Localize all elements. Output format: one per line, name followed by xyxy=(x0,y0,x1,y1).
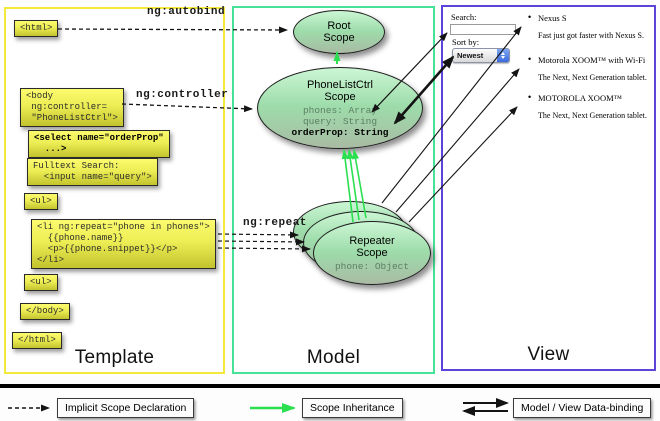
legend-model-view-databinding: Model / View Data-binding xyxy=(513,398,652,418)
view-item-motorola-xoom-wifi: • Motorola XOOM™ with Wi-Fi The Next, Ne… xyxy=(528,54,656,82)
code-box-select: <select name="orderProp" ...> xyxy=(28,130,170,158)
view-item-motorola-xoom: • MOTOROLA XOOM™ The Next, Next Generati… xyxy=(528,92,656,120)
view-item-title: MOTOROLA XOOM™ xyxy=(538,93,622,103)
ng-repeat-label: ng:repeat xyxy=(243,217,307,229)
phonelistctrl-scope-props: phones: Array query: String xyxy=(302,104,378,127)
code-box-html-close: </html> xyxy=(12,332,62,349)
view-item-title: Motorola XOOM™ with Wi-Fi xyxy=(538,55,646,65)
model-panel-label: Model xyxy=(306,347,361,368)
view-item-desc: Fast just got faster with Nexus S. xyxy=(538,31,644,40)
search-label: Search: xyxy=(451,12,477,22)
code-box-body-open: <body ng:controller= "PhoneListCtrl"> xyxy=(20,88,124,127)
view-panel-label: View xyxy=(527,344,570,365)
legend-scope-inheritance: Scope Inheritance xyxy=(302,398,403,418)
bullet-icon: • xyxy=(528,92,532,102)
model-panel: Model xyxy=(232,6,435,374)
legend-implicit-scope: Implicit Scope Declaration xyxy=(57,398,195,418)
repeater-scope-node-front: Repeater Scope phone: Object xyxy=(313,221,431,285)
view-item-desc: The Next, Next Generation tablet. xyxy=(538,111,647,120)
sort-by-label: Sort by: xyxy=(452,37,480,47)
view-item-desc: The Next, Next Generation tablet. xyxy=(538,73,647,82)
repeater-scope-prop: phone: Object xyxy=(334,260,410,272)
phonelistctrl-scope-node: PhoneListCtrl Scope phones: Array query:… xyxy=(257,67,423,149)
repeater-scope-title: Repeater Scope xyxy=(349,234,395,260)
ng-autobind-label: ng:autobind xyxy=(147,6,226,18)
root-scope-title: Root Scope xyxy=(323,19,355,45)
phonelistctrl-scope-orderprop: orderProp: String xyxy=(291,126,389,138)
code-box-html-open: <html> xyxy=(14,20,59,37)
view-item-title: Nexus S xyxy=(538,13,567,23)
phonelistctrl-scope-title: PhoneListCtrl Scope xyxy=(306,78,374,104)
template-panel-label: Template xyxy=(74,347,155,368)
code-box-fulltext-search: Fulltext Search: <input name="query"> xyxy=(27,158,158,186)
view-item-nexus-s: • Nexus S Fast just got faster with Nexu… xyxy=(528,12,656,40)
code-box-ul-open: <ul> xyxy=(24,193,58,210)
root-scope-node: Root Scope xyxy=(293,10,385,54)
bullet-icon: • xyxy=(528,54,532,64)
code-box-li-repeat: <li ng:repeat="phone in phones"> {{phone… xyxy=(31,219,216,269)
bullet-icon: • xyxy=(528,12,532,22)
code-box-body-close: </body> xyxy=(20,303,70,320)
code-box-ul-close: <ul> xyxy=(24,274,58,291)
divider-line xyxy=(0,384,660,388)
sort-dropdown-value: Newest xyxy=(457,51,484,60)
ng-controller-label: ng:controller xyxy=(136,89,229,101)
dropdown-stepper-icon xyxy=(497,49,509,62)
sort-dropdown[interactable]: Newest xyxy=(452,48,510,63)
search-input[interactable] xyxy=(450,24,516,35)
